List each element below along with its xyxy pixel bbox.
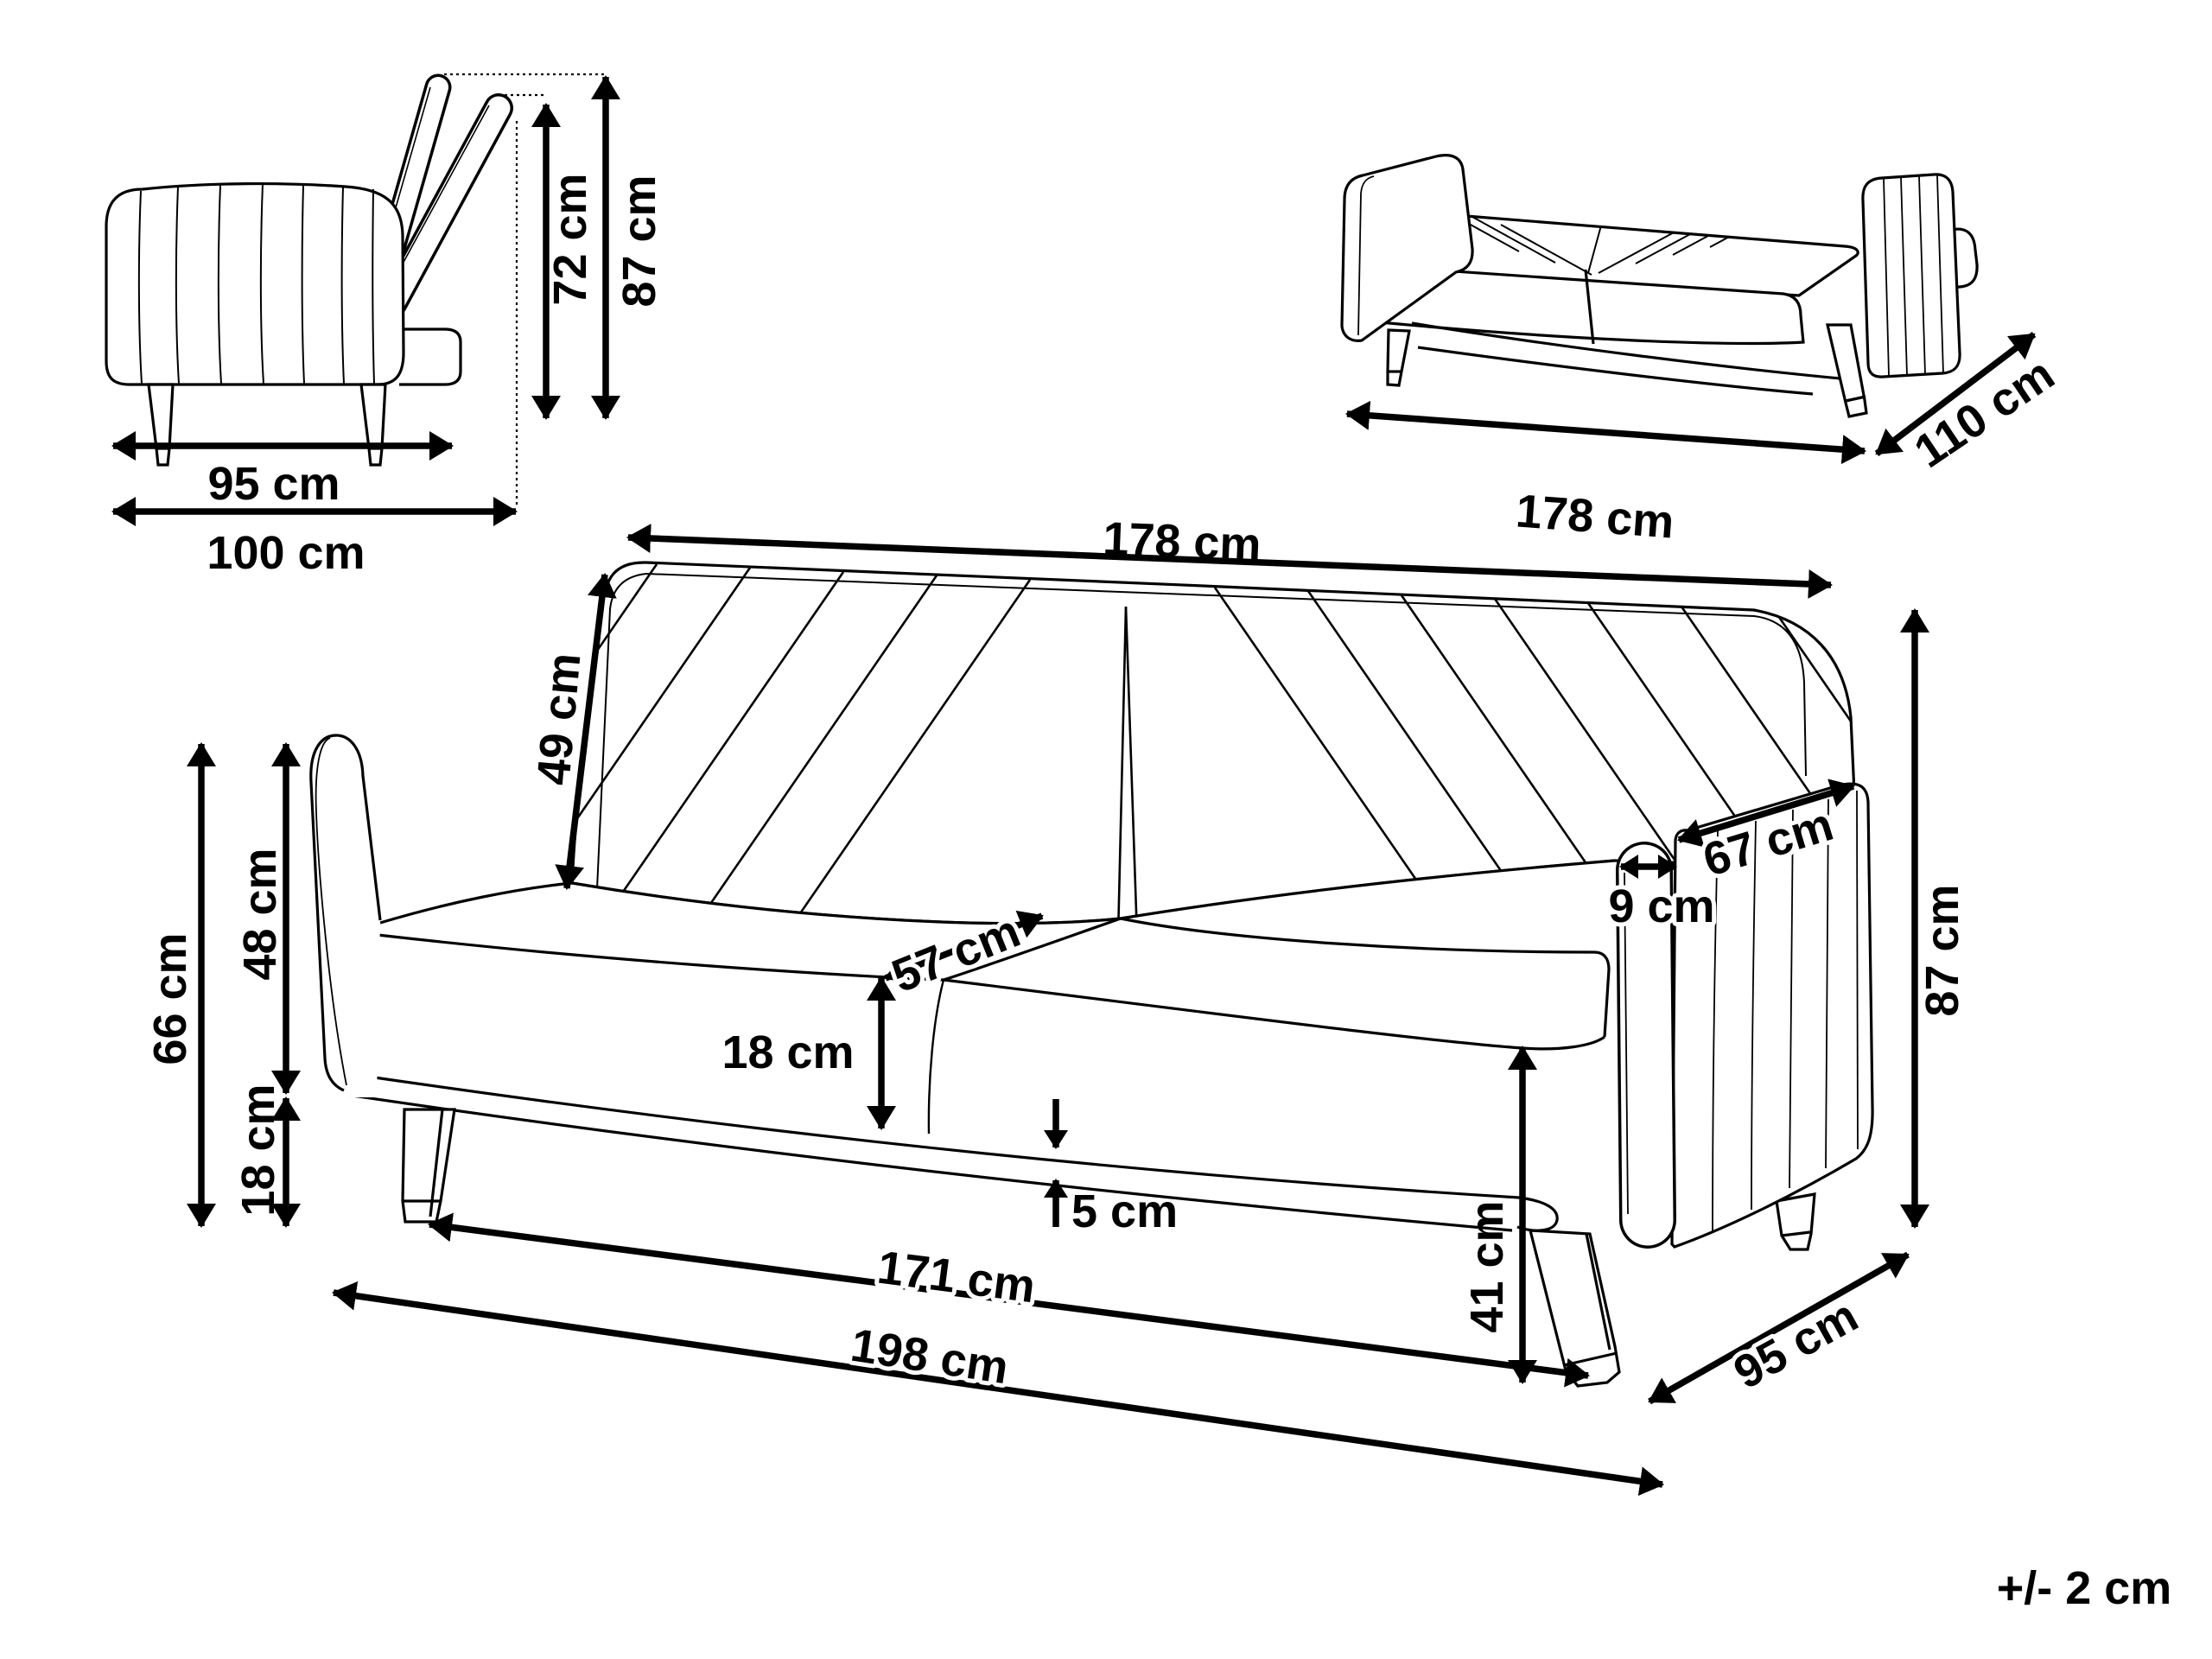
svg-text:9 cm: 9 cm: [1608, 880, 1714, 932]
svg-text:178 cm: 178 cm: [1102, 512, 1262, 570]
svg-text:41 cm: 41 cm: [1461, 1200, 1513, 1332]
svg-text:178 cm: 178 cm: [1514, 485, 1675, 548]
svg-text:18 cm: 18 cm: [721, 1027, 854, 1078]
svg-text:87 cm: 87 cm: [613, 175, 665, 307]
svg-text:87 cm: 87 cm: [1916, 884, 1968, 1016]
svg-text:66 cm: 66 cm: [144, 932, 196, 1065]
svg-text:100 cm: 100 cm: [207, 527, 365, 579]
svg-text:72 cm: 72 cm: [544, 173, 596, 305]
svg-text:18 cm: 18 cm: [232, 1084, 284, 1216]
svg-text:48 cm: 48 cm: [234, 848, 286, 980]
svg-text:+/- 2 cm: +/- 2 cm: [1997, 1562, 2172, 1614]
svg-text:171 cm: 171 cm: [874, 1242, 1038, 1313]
svg-text:95 cm: 95 cm: [207, 458, 340, 510]
svg-text:5 cm: 5 cm: [1071, 1185, 1178, 1237]
